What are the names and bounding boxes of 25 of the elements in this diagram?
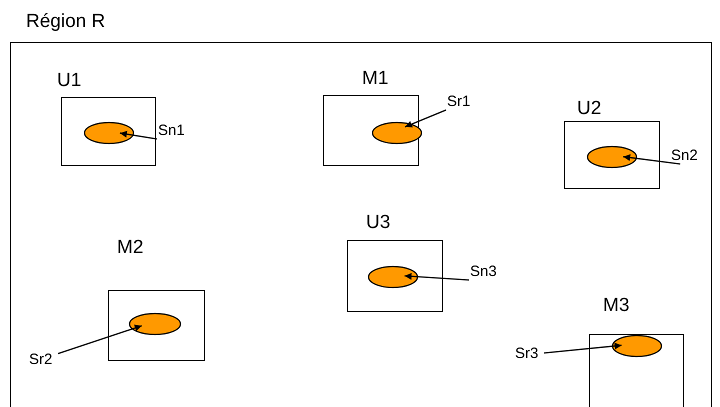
arrow xyxy=(404,109,446,128)
sensor-label: Sn1 xyxy=(158,122,190,140)
arrow xyxy=(623,154,680,165)
sensor-label: Sn3 xyxy=(470,263,504,281)
box-title: U3 xyxy=(366,212,390,234)
box-title: M3 xyxy=(603,295,630,317)
sensor-label: Sr3 xyxy=(515,345,545,363)
region-title: Région R xyxy=(26,11,106,33)
ellipse xyxy=(368,266,418,288)
arrow xyxy=(544,342,622,354)
ellipse xyxy=(587,146,637,168)
arrow xyxy=(58,324,142,354)
box-title: M1 xyxy=(362,68,388,90)
ellipse xyxy=(84,122,134,144)
ellipse xyxy=(129,313,181,335)
arrow xyxy=(404,272,470,281)
box-title: M2 xyxy=(117,237,144,259)
sensor-label: Sn2 xyxy=(671,147,705,165)
box-title: U1 xyxy=(57,70,82,92)
ellipse xyxy=(372,122,422,144)
arrow xyxy=(120,130,158,140)
box-title: U2 xyxy=(577,98,602,120)
ellipse xyxy=(612,335,662,357)
sensor-label: Sr2 xyxy=(29,351,59,369)
sensor-label: Sr1 xyxy=(447,93,479,111)
